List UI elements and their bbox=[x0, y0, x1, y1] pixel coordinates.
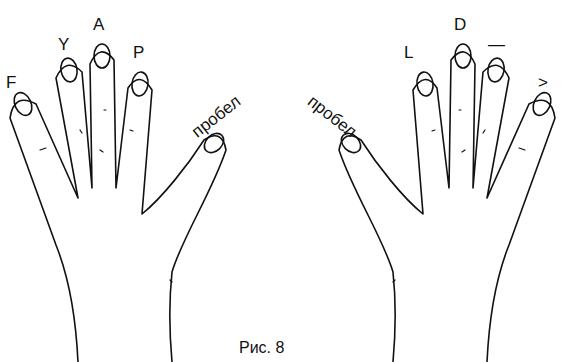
figure-caption: Рис. 8 bbox=[239, 340, 284, 356]
thumb-label: пробел bbox=[305, 92, 360, 140]
right-hand bbox=[338, 44, 555, 362]
finger-letter: A bbox=[93, 16, 104, 33]
finger-letter: D bbox=[454, 16, 466, 33]
finger-letter: — bbox=[488, 36, 505, 53]
finger-letter: P bbox=[133, 44, 144, 61]
finger-letter: F bbox=[6, 74, 16, 91]
left-hand bbox=[10, 44, 227, 362]
finger-letter: L bbox=[404, 44, 413, 61]
finger-letter: > bbox=[538, 74, 548, 91]
finger-letter: Y bbox=[58, 36, 69, 53]
